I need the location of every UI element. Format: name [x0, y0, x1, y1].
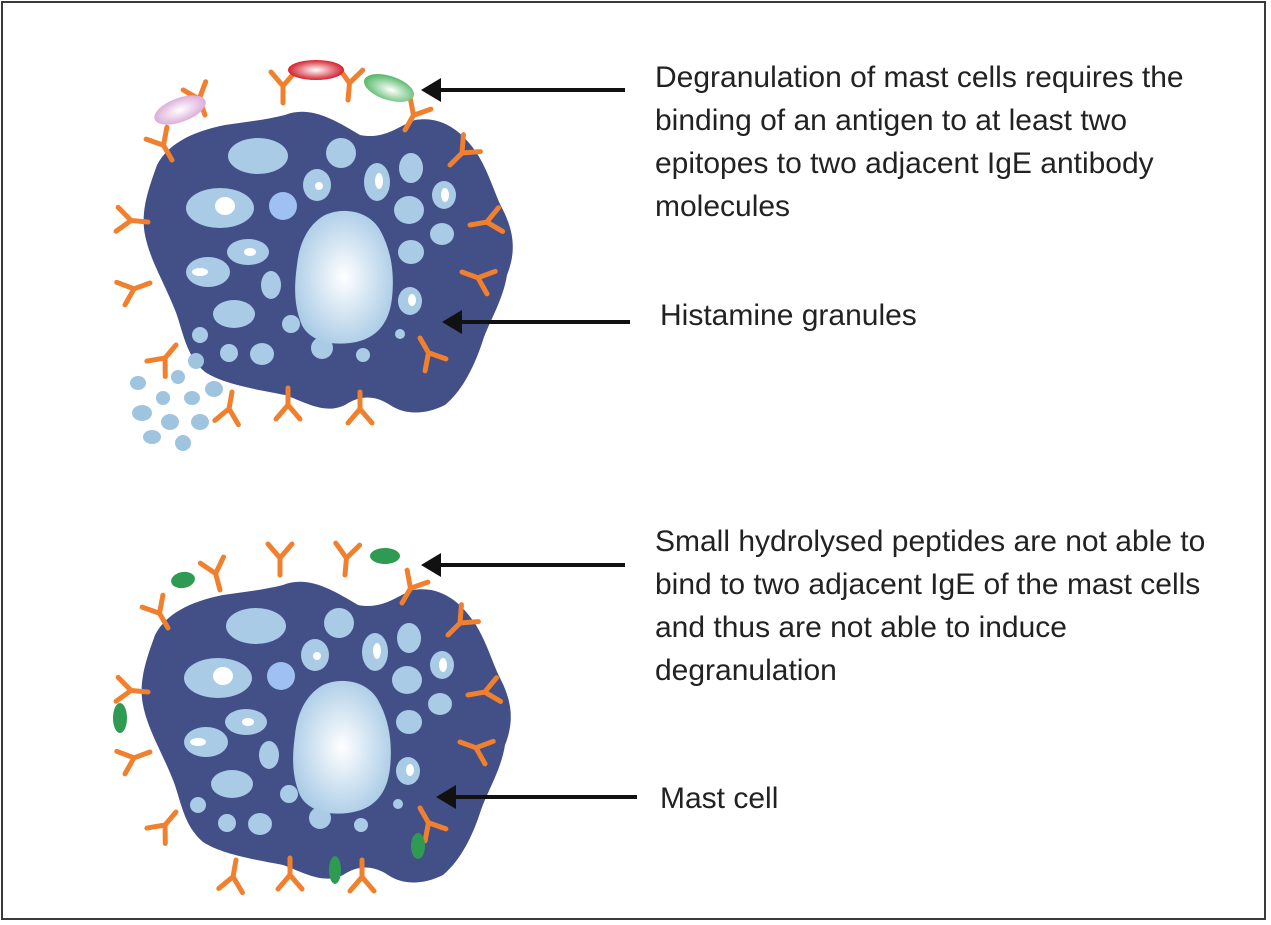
label-histamine-granules: Histamine granules	[660, 299, 917, 332]
antigen-green	[363, 74, 415, 102]
released-granules	[130, 353, 223, 451]
hydrolysed-peptides	[113, 548, 425, 884]
arrow-hydrolysed	[421, 553, 625, 577]
arrows	[421, 78, 637, 809]
antigen-red	[288, 60, 344, 80]
antigens-bound	[154, 60, 415, 125]
arrow-histamine	[442, 310, 630, 334]
arrow-degranulation	[421, 78, 625, 102]
label-mast-cell: Mast cell	[660, 782, 779, 815]
arrow-mast-cell	[436, 785, 637, 809]
label-degranulation: Degranulation of mast cells requires the…	[655, 61, 1184, 223]
antigen-pink	[154, 95, 206, 125]
label-hydrolysed-peptides: Small hydrolysed peptides are not able t…	[655, 525, 1206, 687]
